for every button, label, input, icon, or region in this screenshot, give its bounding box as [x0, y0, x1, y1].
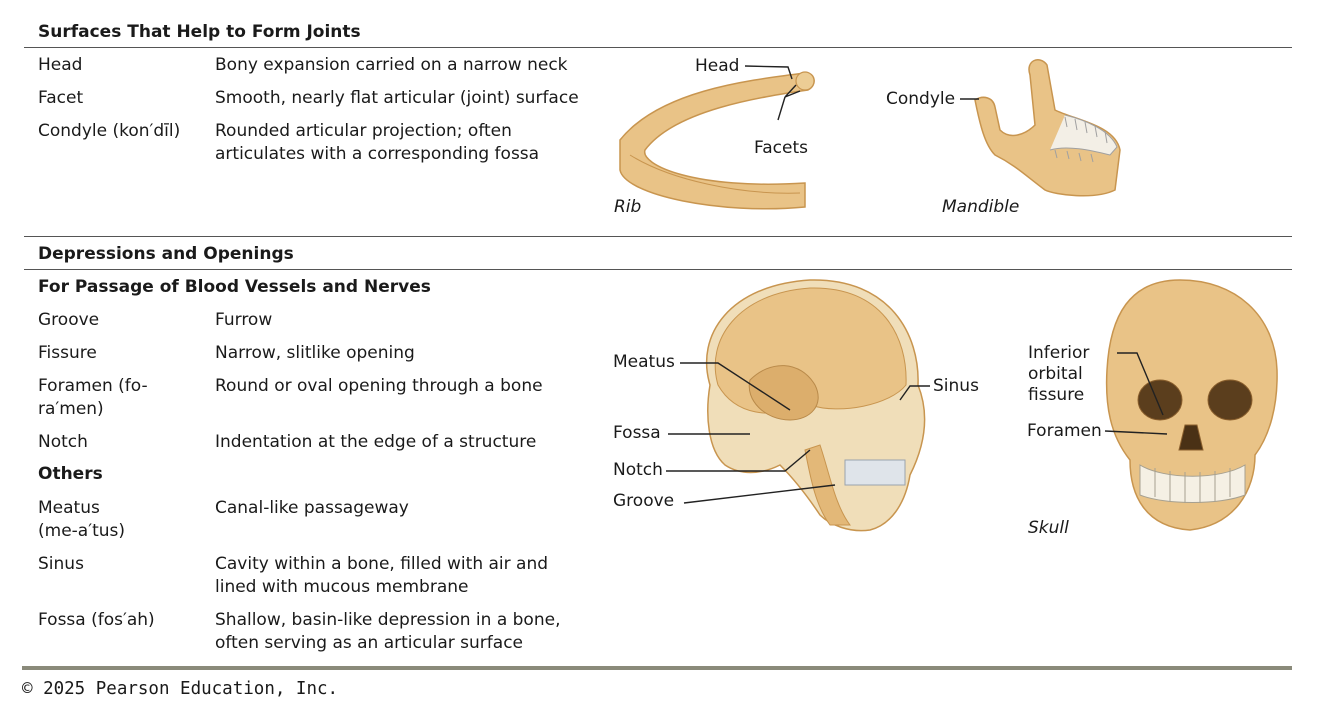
desc-fissure: Narrow, slitlike opening	[215, 343, 415, 363]
fossa-label: Fossa	[613, 423, 661, 443]
meatus-label: Meatus	[613, 352, 675, 372]
term-fossa: Fossa (fos′ah)	[38, 610, 155, 630]
desc-fossa: Shallow, basin-like depression in a bone…	[215, 610, 561, 653]
foramen-label: Foramen	[1027, 421, 1102, 441]
rib-facets-label: Facets	[754, 138, 808, 158]
term-groove: Groove	[38, 310, 100, 330]
desc-condyle: Rounded articular projection; often arti…	[215, 121, 540, 164]
fissure-label-2: orbital	[1028, 364, 1083, 384]
skull-lateral-illustration	[666, 279, 930, 532]
skull-caption: Skull	[1028, 518, 1069, 538]
desc-notch: Indentation at the edge of a structure	[215, 432, 537, 452]
section2-rule	[24, 269, 1292, 270]
sinus-label: Sinus	[933, 376, 979, 396]
term-meatus: Meatus (me-a′tus)	[38, 498, 125, 541]
term-notch: Notch	[38, 432, 88, 452]
subheading-others: Others	[38, 464, 103, 484]
desc-head: Bony expansion carried on a narrow neck	[215, 55, 568, 75]
mandible-condyle-label: Condyle	[886, 89, 956, 109]
term-fissure: Fissure	[38, 343, 97, 363]
term-foramen: Foramen (fo-ra′men)	[38, 376, 148, 419]
desc-facet: Smooth, nearly flat articular (joint) su…	[215, 88, 579, 108]
term-condyle: Condyle (kon′dīl)	[38, 121, 181, 141]
groove-label: Groove	[613, 491, 675, 511]
fissure-label-1: Inferior	[1028, 343, 1090, 363]
desc-sinus: Cavity within a bone, filled with air an…	[215, 554, 549, 597]
term-sinus: Sinus	[38, 554, 84, 574]
mandible-illustration	[960, 59, 1121, 197]
mandible-caption: Mandible	[942, 197, 1020, 217]
rib-caption: Rib	[614, 197, 642, 217]
section1-rule	[24, 47, 1292, 48]
skull-front-illustration	[1104, 279, 1278, 531]
copyright-text: © 2025 Pearson Education, Inc.	[22, 679, 339, 699]
term-head: Head	[38, 55, 83, 75]
rib-illustration	[619, 65, 815, 210]
fissure-label-3: fissure	[1028, 385, 1085, 405]
section2-heading: Depressions and Openings	[38, 244, 294, 264]
footer-rule	[22, 666, 1292, 670]
section2-top-rule	[24, 236, 1292, 237]
rib-head-label: Head	[695, 56, 740, 76]
notch-label: Notch	[613, 460, 663, 480]
desc-meatus: Canal-like passageway	[215, 498, 409, 518]
term-facet: Facet	[38, 88, 84, 108]
subheading-passage: For Passage of Blood Vessels and Nerves	[38, 277, 431, 297]
desc-foramen: Round or oval opening through a bone	[215, 376, 543, 396]
desc-groove: Furrow	[215, 310, 273, 330]
section1-heading: Surfaces That Help to Form Joints	[38, 22, 361, 42]
